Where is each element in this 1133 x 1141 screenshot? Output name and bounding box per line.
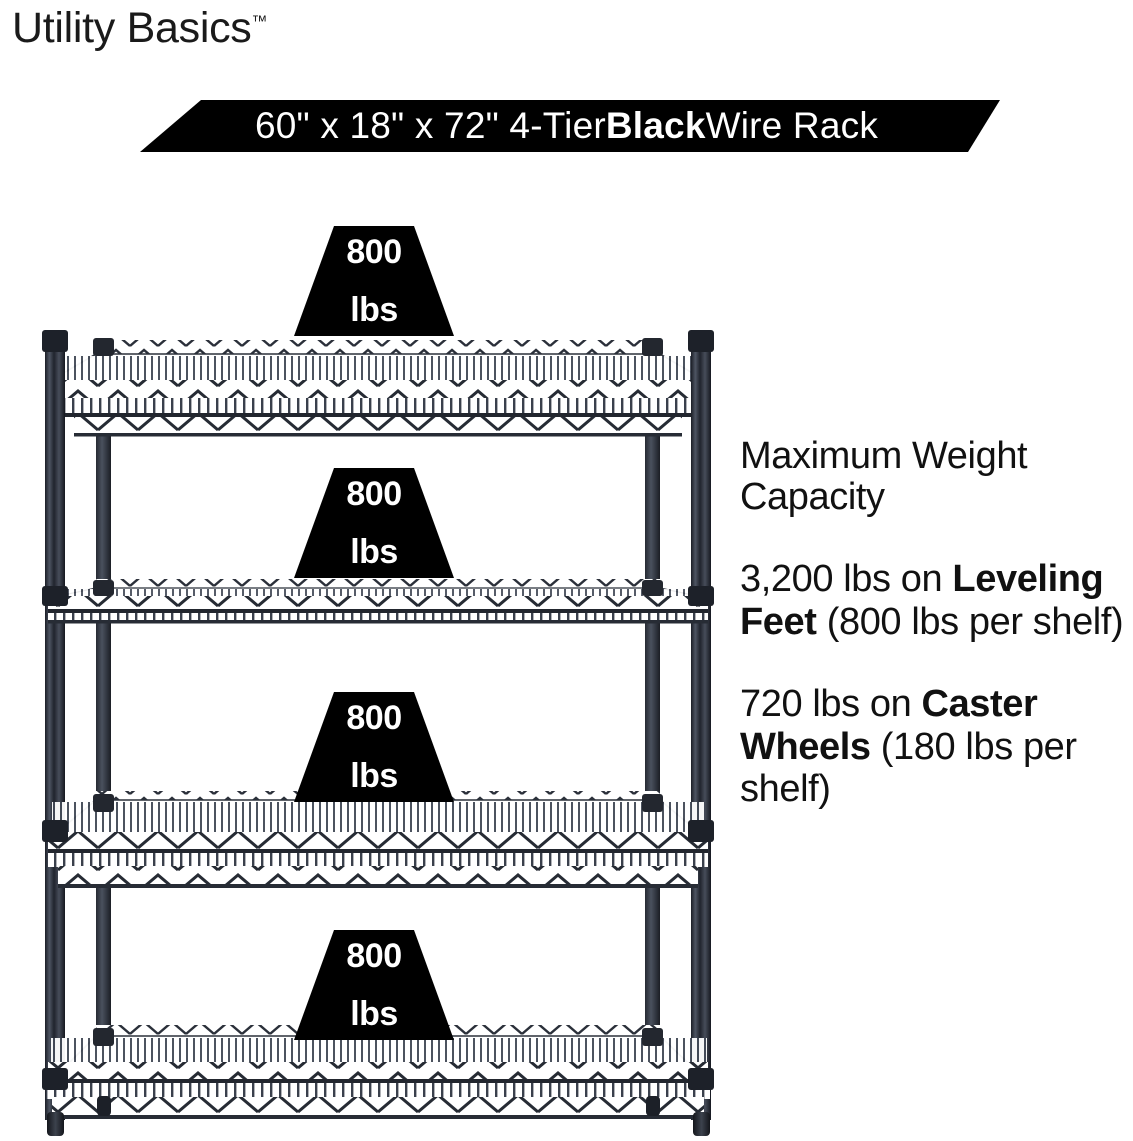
trademark-symbol: ™	[251, 13, 268, 31]
leveling-feet	[47, 1096, 710, 1136]
post-collars-shelf-bottom	[42, 1028, 714, 1090]
capacity-heading: Maximum Weight Capacity	[740, 435, 1028, 519]
shelf-3	[48, 579, 708, 624]
post-collars-top	[42, 330, 714, 356]
banner-text-bold: Black	[605, 105, 706, 146]
badge-trapezoid-shape	[294, 226, 454, 336]
load-badge-shelf-3: 800 lbs	[294, 468, 454, 578]
shelf-2	[45, 791, 711, 888]
rear-posts	[96, 342, 660, 1102]
banner-text-part-1: 60" x 18" x 72" 4-Tier	[254, 105, 606, 146]
brand-name: Utility Basics	[12, 4, 252, 52]
banner-title-text: 60" x 18" x 72" 4-Tier Black Wire Rack	[0, 92, 1133, 162]
wire-rack-illustration	[18, 300, 738, 1136]
paragraph-segment: (180 lbs per shelf)	[740, 725, 1077, 811]
paragraph-segment-bold: Leveling Feet	[740, 558, 1104, 643]
paragraph-segment: (800 lbs per shelf)	[816, 600, 1124, 643]
paragraph-segment: 3,200 lbs on	[740, 558, 953, 601]
load-badge-shelf-2: 800 lbs	[294, 692, 454, 802]
shelf-bottom	[44, 1025, 714, 1119]
paragraph-segment: 720 lbs on	[740, 683, 922, 726]
front-posts	[45, 330, 711, 1120]
post-collars-shelf2	[42, 794, 714, 842]
wire-rack-svg	[42, 330, 714, 1136]
shelf-top	[45, 340, 711, 437]
paragraph-segment-bold: Caster Wheels	[740, 683, 1038, 768]
capacity-info-block: Maximum Weight Capacity 3,200 lbs on Lev…	[740, 435, 1125, 811]
badge-trapezoid-shape	[294, 930, 454, 1040]
badge-trapezoid-shape	[294, 468, 454, 578]
badge-trapezoid-shape	[294, 692, 454, 802]
load-badge-shelf-bottom: 800 lbs	[294, 930, 454, 1040]
banner-parallelogram-shape	[140, 100, 1000, 152]
title-banner: 60" x 18" x 72" 4-Tier Black Wire Rack	[0, 92, 1133, 162]
capacity-paragraph-caster-wheels: 720 lbs on Caster Wheels (180 lbs per sh…	[740, 683, 1125, 811]
load-badge-shelf-top: 800 lbs	[294, 226, 454, 336]
brand-wordmark: Utility Basics™	[12, 4, 268, 53]
banner-text-part-2: Wire Rack	[705, 105, 879, 146]
capacity-paragraph-leveling-feet: 3,200 lbs on Leveling Feet (800 lbs per …	[740, 558, 1125, 643]
post-collars-shelf3	[42, 580, 714, 606]
